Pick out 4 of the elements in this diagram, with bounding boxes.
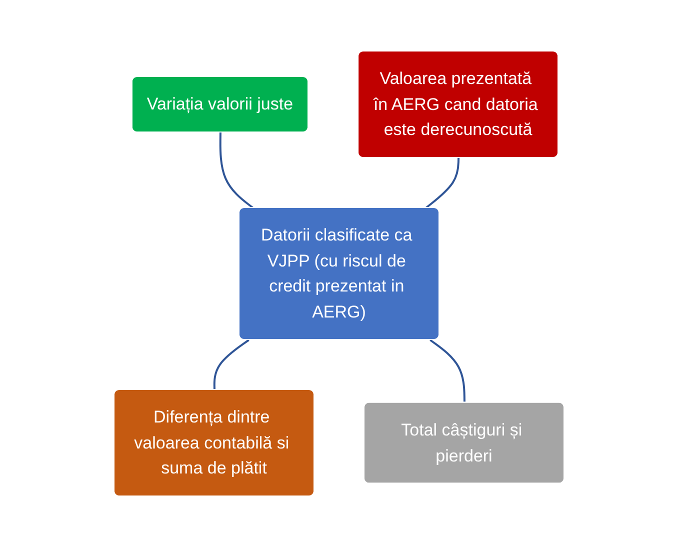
connector xyxy=(213,338,250,390)
connector xyxy=(430,338,466,402)
connector xyxy=(425,157,460,208)
connector xyxy=(219,132,254,208)
